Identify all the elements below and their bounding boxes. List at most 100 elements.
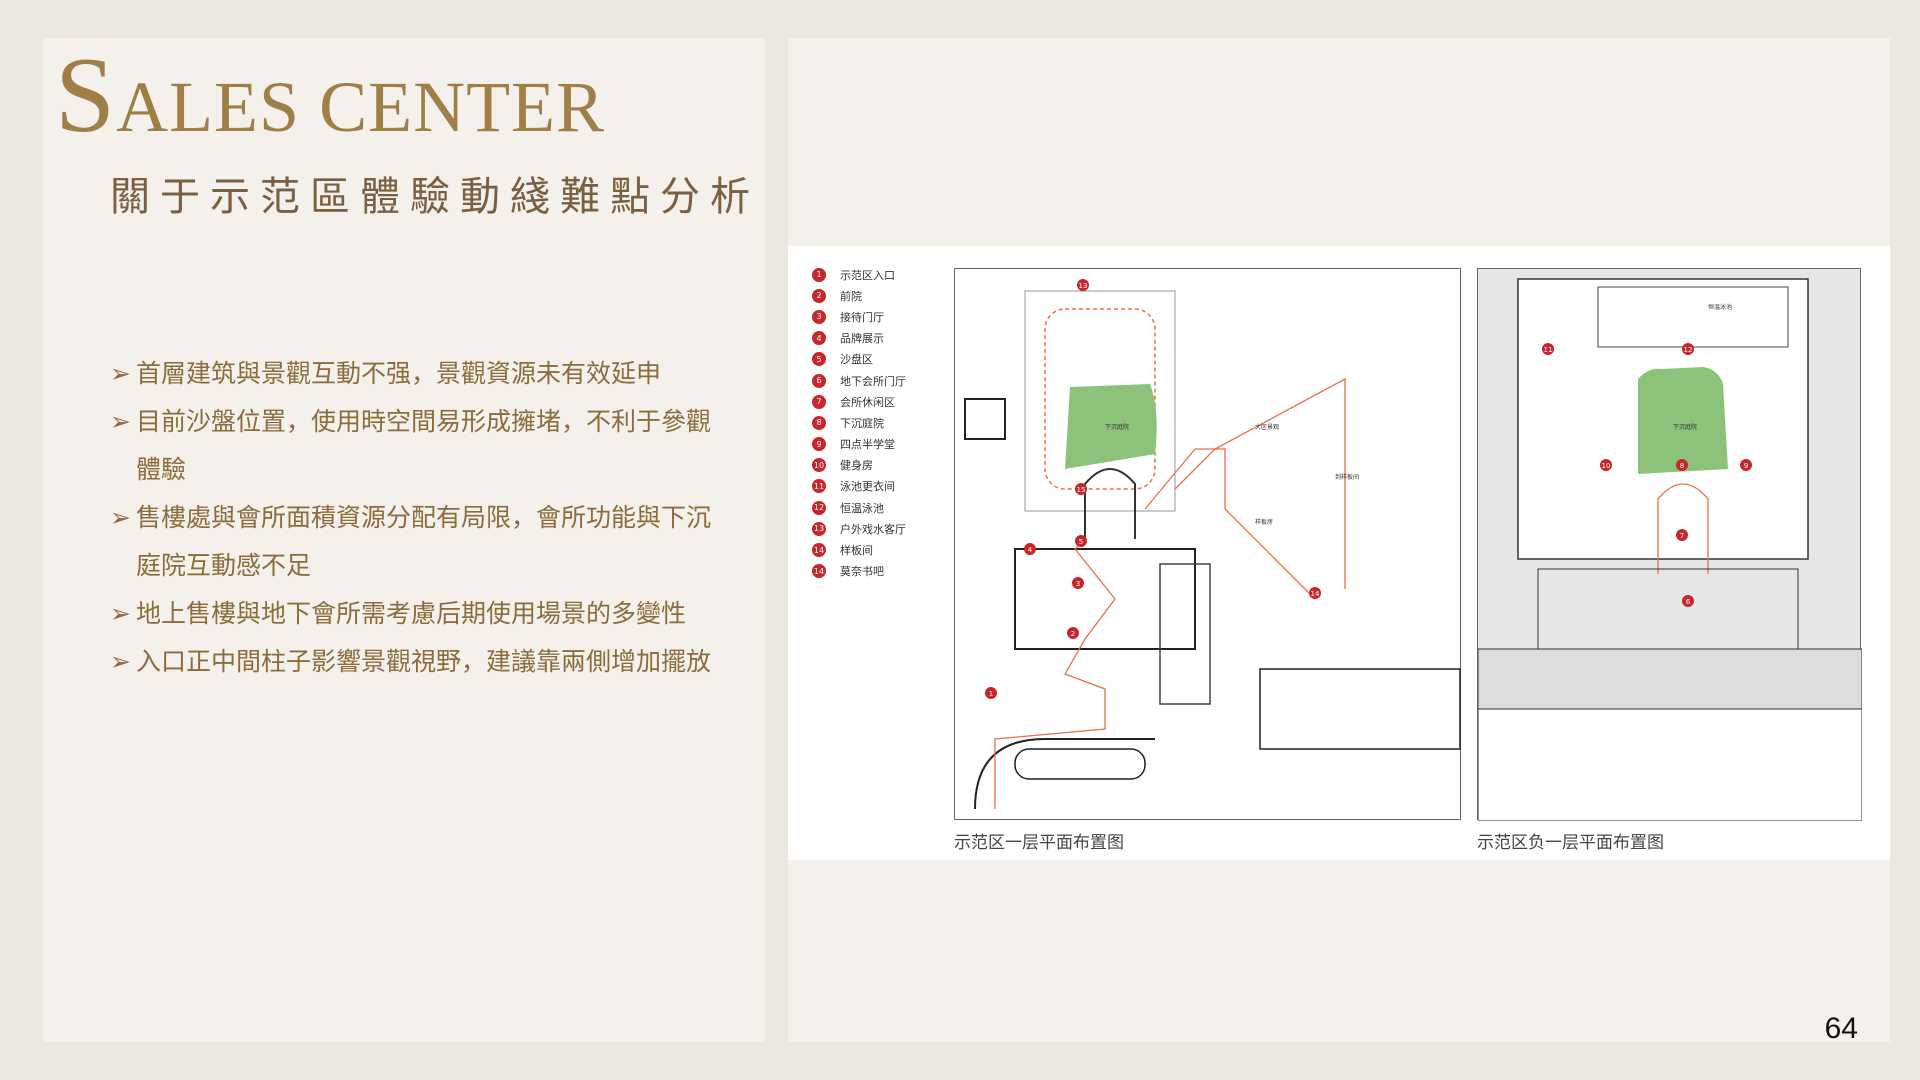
page-number: 64 — [1824, 1012, 1858, 1045]
svg-text:14: 14 — [1311, 590, 1320, 598]
bullet-arrow-icon: ➢ — [110, 599, 131, 628]
legend-label: 四点半学堂 — [840, 438, 895, 452]
bullet-text: 首層建筑與景觀互動不强，景觀資源未有效延申 — [136, 359, 662, 388]
marker-8-icon: 8 — [1676, 459, 1688, 471]
bullet-text: 售樓處與會所面積資源分配有局限，會所功能與下沉庭院互動感不足 — [136, 503, 712, 580]
marker-icon: 1 — [812, 267, 826, 282]
plaza-outline — [1024, 290, 1176, 512]
marker-5-icon: 5 — [1075, 535, 1087, 547]
bullet-arrow-icon: ➢ — [110, 647, 131, 676]
pool-label: 恒温泳池 — [1708, 303, 1732, 311]
basement-caption: 示范区负一层平面布置图 — [1477, 833, 1664, 853]
svg-text:1: 1 — [989, 690, 993, 698]
marker-6-icon: 6 — [1682, 595, 1694, 607]
bullet-arrow-icon: ➢ — [110, 503, 131, 532]
drop-off-loop — [1014, 748, 1146, 780]
marker-1-icon: 1 — [985, 687, 997, 699]
route-path — [1144, 448, 1316, 600]
route-path — [1044, 308, 1156, 490]
bullet-item: ➢入口正中間柱子影響景觀視野，建議靠兩側增加擺放 — [110, 638, 732, 686]
marker-icon: 10 — [812, 458, 826, 473]
lawn-label: 下沉庭院 — [1105, 423, 1129, 431]
svg-text:6: 6 — [1686, 598, 1691, 606]
legend-label: 品牌展示 — [840, 332, 884, 346]
marker-14-icon: 14 — [1309, 587, 1321, 599]
sales-office-label: 样板房 — [1255, 518, 1273, 526]
lawn-area — [1065, 384, 1157, 469]
bullet-item: ➢目前沙盤位置，使用時空間易形成擁堵，不利于參觀體驗 — [110, 398, 732, 494]
legend-label: 前院 — [840, 289, 862, 303]
bullet-item: ➢首層建筑與景觀互動不强，景觀資源未有效延申 — [110, 350, 732, 398]
legend-label: 莫奈书吧 — [840, 565, 884, 579]
route-path — [994, 538, 1116, 809]
title-rest: ALES CENTER — [116, 67, 606, 147]
marker-icon: 7 — [812, 394, 826, 409]
legend-label: 下沉庭院 — [840, 416, 884, 430]
marker-icon: 12 — [812, 500, 826, 515]
bullet-item: ➢地上售樓與地下會所需考慮后期使用場景的多變性 — [110, 590, 732, 638]
landscape-label: 大区景观 — [1255, 423, 1279, 431]
marker-icon: 11 — [812, 479, 826, 494]
bullet-item: ➢售樓處與會所面積資源分配有局限，會所功能與下沉庭院互動感不足 — [110, 494, 732, 590]
legend-label: 户外戏水客厅 — [840, 522, 906, 536]
marker-icon: 5 — [812, 352, 826, 367]
bullet-text: 地上售樓與地下會所需考慮后期使用場景的多變性 — [136, 599, 687, 628]
bullet-arrow-icon: ➢ — [110, 407, 131, 436]
svg-text:3: 3 — [1076, 580, 1080, 588]
marker-11-icon: 11 — [1542, 343, 1554, 355]
svg-text:10: 10 — [1602, 462, 1611, 470]
svg-text:2: 2 — [1071, 630, 1075, 638]
legend-item: 3 接待门厅 — [812, 306, 932, 327]
marker-icon: 14 — [812, 564, 826, 579]
basement-drawing: 恒温泳池 下沉庭院 11 12 10 8 9 7 6 — [1477, 278, 1863, 822]
marker-9-icon: 9 — [1740, 459, 1752, 471]
marker-icon: 3 — [812, 309, 826, 324]
ground-floor-caption: 示范区一层平面布置图 — [954, 833, 1124, 853]
pavilion-outline — [1084, 468, 1136, 539]
page-subtitle: 關于示范區體驗動綫難點分析 — [110, 174, 760, 220]
marker-icon: 4 — [812, 331, 826, 346]
stair-block — [964, 398, 1006, 440]
svg-text:5: 5 — [1079, 538, 1083, 546]
legend-label: 泳池更衣间 — [840, 480, 895, 494]
legend-item: 11 泳池更衣间 — [812, 476, 932, 497]
marker-2-icon: 2 — [1067, 627, 1079, 639]
svg-text:15: 15 — [1077, 486, 1086, 494]
marker-icon: 14 — [812, 543, 826, 558]
marker-10-icon: 10 — [1600, 459, 1612, 471]
legend-item: 1 示范区入口 — [812, 264, 932, 285]
svg-text:4: 4 — [1028, 546, 1033, 554]
storage-zone — [1477, 708, 1863, 822]
title-initial: S — [55, 36, 117, 155]
analysis-bullet-list: ➢首層建筑與景觀互動不强，景觀資源未有效延申 ➢目前沙盤位置，使用時空間易形成擁… — [110, 350, 732, 686]
legend-label: 健身房 — [840, 459, 873, 473]
ground-floor-drawing: 下沉庭院 大区景观 到样板间 样板房 13 15 5 4 3 2 1 14 — [964, 279, 1461, 810]
svg-text:12: 12 — [1684, 346, 1693, 354]
neighbor-building — [1259, 668, 1461, 750]
legend-item: 8 下沉庭院 — [812, 412, 932, 433]
building-block — [1014, 548, 1196, 650]
legend-item: 10 健身房 — [812, 455, 932, 476]
marker-12-icon: 12 — [1682, 343, 1694, 355]
marker-icon: 8 — [812, 415, 826, 430]
legend-label: 示范区入口 — [840, 268, 895, 282]
lawn-area — [1638, 367, 1728, 474]
legend-label: 接待门厅 — [840, 310, 884, 324]
pool-area — [1597, 286, 1789, 348]
legend-label: 恒温泳池 — [840, 501, 884, 515]
marker-4-icon: 4 — [1024, 543, 1036, 555]
legend-label: 会所休闲区 — [840, 395, 895, 409]
legend-item: 4 品牌展示 — [812, 328, 932, 349]
marker-13-icon: 13 — [1077, 279, 1089, 291]
svg-text:7: 7 — [1680, 532, 1684, 540]
route-path — [1657, 483, 1709, 574]
parking-row — [1477, 648, 1863, 710]
lawn-label: 下沉庭院 — [1673, 423, 1697, 431]
svg-text:11: 11 — [1544, 346, 1553, 354]
